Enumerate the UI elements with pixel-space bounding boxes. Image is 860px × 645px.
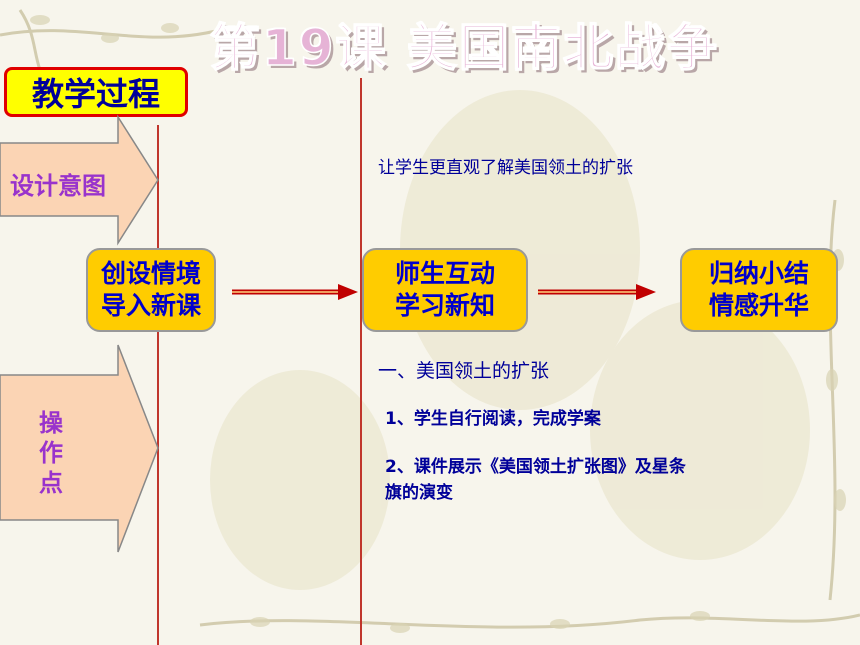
step-box-interaction-line2: 学习新知 <box>394 291 495 320</box>
step-box-intro-line2: 导入新课 <box>100 291 201 320</box>
step-box-summary-line2: 情感升华 <box>708 291 809 320</box>
content-item-2-line2: 旗的演变 <box>385 483 453 503</box>
step-box-intro: 创设情境 导入新课 <box>86 248 216 332</box>
step-box-interaction: 师生互动 学习新知 <box>362 248 528 332</box>
vertical-line-left <box>157 125 159 645</box>
step-box-interaction-line1: 师生互动 <box>394 259 495 288</box>
step-box-summary: 归纳小结 情感升华 <box>680 248 838 332</box>
design-intent-text: 让学生更直观了解美国领土的扩张 <box>378 158 633 178</box>
operation-arrow-shape <box>0 344 159 553</box>
content-item-1: 1、学生自行阅读，完成学案 <box>385 409 601 429</box>
connector-arrow-2 <box>538 284 656 300</box>
content-heading: 一、美国领土的扩张 <box>378 360 550 382</box>
design-purpose-label: 设计意图 <box>10 172 106 200</box>
step-box-intro-line1: 创设情境 <box>100 259 201 288</box>
slide-title: 第19课 美国南北战争 <box>209 18 719 78</box>
content-item-2-line1: 2、课件展示《美国领土扩张图》及星条 <box>385 457 686 477</box>
teaching-process-text: 教学过程 <box>31 75 160 113</box>
operation-point-label: 操作点 <box>39 409 63 497</box>
teaching-process-label: 教学过程 <box>4 67 188 117</box>
purpose-arrow-shape <box>0 114 159 246</box>
connector-arrow-1 <box>232 284 358 300</box>
step-box-summary-line1: 归纳小结 <box>708 259 809 288</box>
vertical-line-middle <box>360 78 362 645</box>
